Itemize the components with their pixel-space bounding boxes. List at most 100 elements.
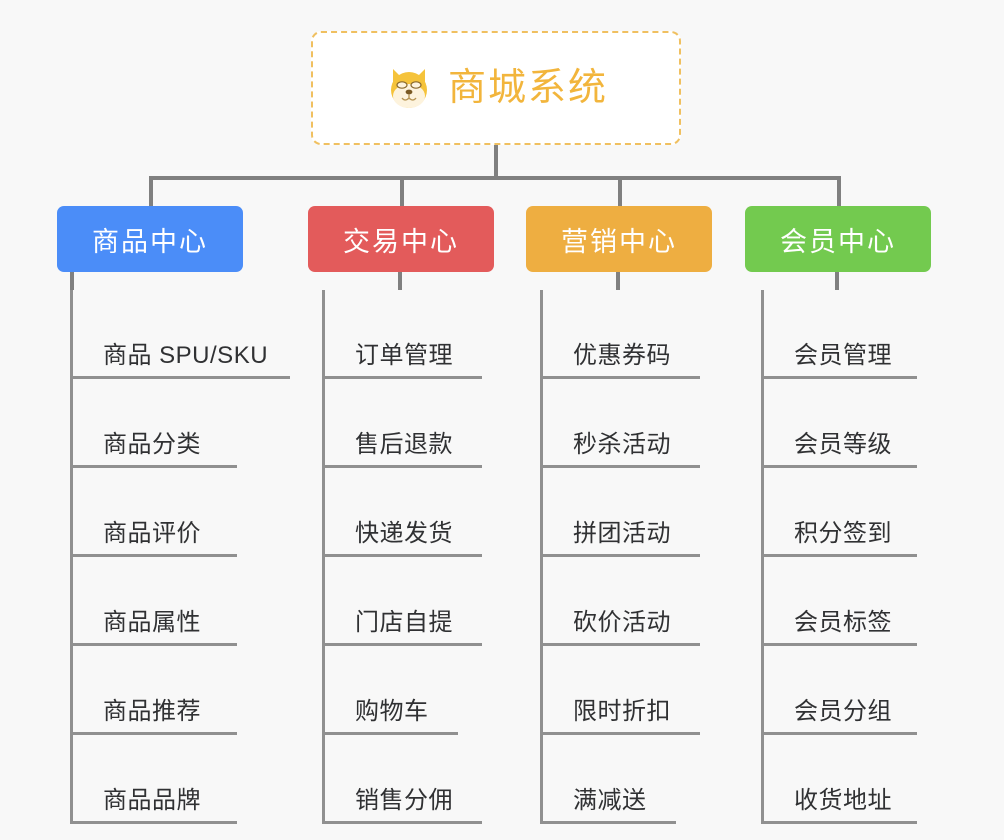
branch-label: 商品中心 — [92, 226, 208, 257]
leaf-underline — [543, 376, 700, 379]
root-node[interactable]: 商城系统 — [311, 31, 681, 145]
list-item[interactable]: 会员等级 — [764, 379, 931, 468]
leaf-label: 商品 SPU/SKU — [103, 342, 269, 369]
list-item[interactable]: 会员管理 — [764, 290, 931, 379]
dog-face-emoji — [384, 63, 434, 113]
list-item[interactable]: 会员分组 — [764, 646, 931, 735]
leaf-label: 商品评价 — [103, 520, 201, 547]
list-item[interactable]: 订单管理 — [325, 290, 494, 379]
leaf-label: 快递发货 — [355, 520, 453, 547]
leaf-label: 销售分佣 — [355, 787, 453, 814]
leaf-underline — [543, 643, 700, 646]
leaf-underline — [325, 376, 482, 379]
list-item[interactable]: 拼团活动 — [543, 468, 712, 557]
connector-root-vertical — [494, 145, 498, 178]
leaf-label: 会员管理 — [794, 342, 892, 369]
leaf-label: 砍价活动 — [573, 609, 671, 636]
leaf-underline — [764, 643, 917, 646]
leaf-underline — [543, 732, 700, 735]
connector-branch-stem-3 — [616, 272, 620, 290]
list-item[interactable]: 快递发货 — [325, 468, 494, 557]
leaf-list-member-center: 会员管理 会员等级 积分签到 会员标签 会员分组 收货地址 — [761, 290, 931, 824]
leaf-label: 订单管理 — [355, 342, 453, 369]
leaf-underline — [325, 643, 482, 646]
list-item[interactable]: 商品评价 — [73, 468, 268, 557]
leaf-label: 会员分组 — [794, 698, 892, 725]
leaf-underline — [73, 643, 237, 646]
list-item[interactable]: 会员标签 — [764, 557, 931, 646]
branch-label: 交易中心 — [343, 226, 459, 257]
leaf-label: 商品推荐 — [103, 698, 201, 725]
leaf-list-trade-center: 订单管理 售后退款 快递发货 门店自提 购物车 销售分佣 — [322, 290, 494, 824]
leaf-underline — [764, 554, 917, 557]
branch-label: 会员中心 — [780, 226, 896, 257]
leaf-label: 会员标签 — [794, 609, 892, 636]
leaf-underline — [764, 376, 917, 379]
branch-marketing-center: 营销中心 优惠券码 秒杀活动 拼团活动 砍价活动 限时折扣 — [526, 206, 712, 824]
list-item[interactable]: 秒杀活动 — [543, 379, 712, 468]
branch-header-trade-center[interactable]: 交易中心 — [308, 206, 494, 272]
leaf-underline — [543, 554, 700, 557]
leaf-label: 购物车 — [355, 698, 429, 725]
list-item[interactable]: 积分签到 — [764, 468, 931, 557]
connector-branch-stem-1 — [70, 272, 74, 290]
leaf-underline — [325, 821, 482, 824]
connector-horizontal-bus — [149, 176, 841, 180]
connector-drop-4 — [837, 176, 841, 206]
leaf-label: 满减送 — [573, 787, 647, 814]
leaf-underline — [325, 732, 458, 735]
leaf-label: 积分签到 — [794, 520, 892, 547]
connector-drop-2 — [400, 176, 404, 206]
leaf-label: 门店自提 — [355, 609, 453, 636]
branch-member-center: 会员中心 会员管理 会员等级 积分签到 会员标签 会员分组 — [745, 206, 931, 824]
leaf-underline — [543, 821, 676, 824]
list-item[interactable]: 限时折扣 — [543, 646, 712, 735]
list-item[interactable]: 售后退款 — [325, 379, 494, 468]
leaf-underline — [73, 376, 290, 379]
list-item[interactable]: 商品属性 — [73, 557, 268, 646]
list-item[interactable]: 商品品牌 — [73, 735, 268, 824]
list-item[interactable]: 销售分佣 — [325, 735, 494, 824]
connector-branch-stem-4 — [835, 272, 839, 290]
connector-drop-3 — [618, 176, 622, 206]
list-item[interactable]: 砍价活动 — [543, 557, 712, 646]
list-item[interactable]: 优惠券码 — [543, 290, 712, 379]
list-item[interactable]: 商品推荐 — [73, 646, 268, 735]
leaf-label: 秒杀活动 — [573, 431, 671, 458]
list-item[interactable]: 满减送 — [543, 735, 712, 824]
branch-header-member-center[interactable]: 会员中心 — [745, 206, 931, 272]
leaf-label: 商品分类 — [103, 431, 201, 458]
leaf-underline — [73, 821, 237, 824]
connector-branch-stem-2 — [398, 272, 402, 290]
leaf-underline — [73, 732, 237, 735]
branch-header-product-center[interactable]: 商品中心 — [57, 206, 243, 272]
list-item[interactable]: 商品 SPU/SKU — [73, 290, 290, 379]
leaf-underline — [73, 465, 237, 468]
leaf-underline — [325, 554, 482, 557]
list-item[interactable]: 门店自提 — [325, 557, 494, 646]
list-item[interactable]: 商品分类 — [73, 379, 268, 468]
leaf-underline — [764, 465, 917, 468]
leaf-underline — [764, 821, 917, 824]
leaf-label: 商品属性 — [103, 609, 201, 636]
branch-label: 营销中心 — [561, 226, 677, 257]
leaf-underline — [764, 732, 917, 735]
leaf-underline — [543, 465, 700, 468]
leaf-label: 限时折扣 — [573, 698, 671, 725]
leaf-underline — [325, 465, 482, 468]
leaf-label: 会员等级 — [794, 431, 892, 458]
leaf-list-product-center: 商品 SPU/SKU 商品分类 商品评价 商品属性 商品推荐 商品品牌 — [70, 290, 290, 824]
branch-trade-center: 交易中心 订单管理 售后退款 快递发货 门店自提 购物车 — [308, 206, 494, 824]
leaf-label: 优惠券码 — [573, 342, 671, 369]
root-title: 商城系统 — [447, 67, 608, 109]
leaf-underline — [73, 554, 237, 557]
leaf-label: 商品品牌 — [103, 787, 201, 814]
connector-drop-1 — [149, 176, 153, 206]
branch-product-center: 商品中心 商品 SPU/SKU 商品分类 商品评价 商品属性 商品推荐 — [57, 206, 290, 824]
list-item[interactable]: 购物车 — [325, 646, 494, 735]
leaf-label: 售后退款 — [355, 431, 453, 458]
branch-header-marketing-center[interactable]: 营销中心 — [526, 206, 712, 272]
leaf-list-marketing-center: 优惠券码 秒杀活动 拼团活动 砍价活动 限时折扣 满减送 — [540, 290, 712, 824]
list-item[interactable]: 收货地址 — [764, 735, 931, 824]
